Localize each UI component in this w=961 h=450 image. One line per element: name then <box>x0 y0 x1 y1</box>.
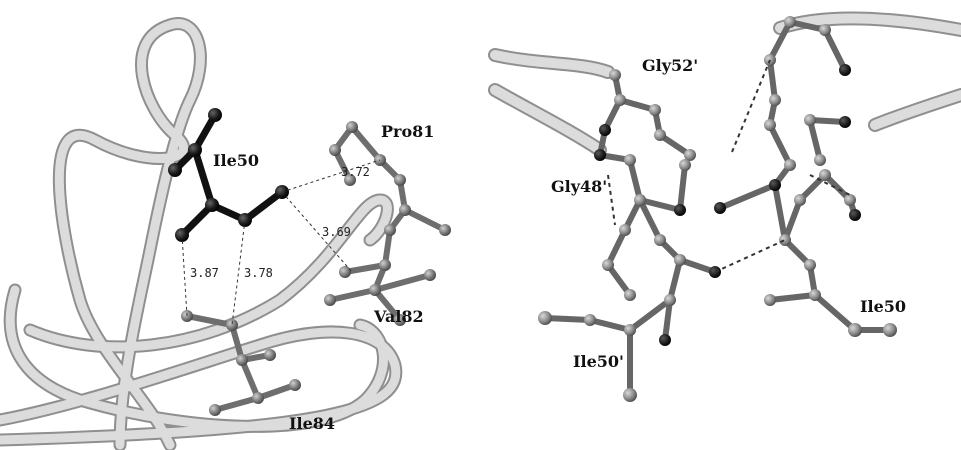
residue-label-ile50-prime: Ile50' <box>573 352 624 371</box>
distance-label-3-78: 3.78 <box>244 266 273 280</box>
right-structure-diagram: Gly52' Gly48' Ile50' Ile50 <box>488 11 961 402</box>
right-peptide-chain <box>714 16 897 337</box>
residue-label-ile50: Ile50 <box>860 297 906 316</box>
contact-lines <box>181 159 381 326</box>
distance-label-3-87: 3.87 <box>190 266 219 280</box>
right-structure-panel: Gly52' Gly48' Ile50' Ile50 <box>480 0 961 450</box>
residue-label-ile84: Ile84 <box>289 414 335 433</box>
protein-ribbon-right <box>488 11 961 157</box>
protein-ribbon <box>0 17 403 450</box>
ile84-sidechain <box>181 310 301 416</box>
distance-label-3-72: 3.72 <box>341 165 370 179</box>
left-structure-panel: 3.87 3.78 3.69 3.72 Ile50 Pro81 Val82 Il… <box>0 0 480 450</box>
distance-label-3-69: 3.69 <box>322 225 351 239</box>
pro81-val82-residues <box>324 121 451 326</box>
left-structure-diagram: 3.87 3.78 3.69 3.72 Ile50 Pro81 Val82 Il… <box>0 17 451 450</box>
residue-label-pro81: Pro81 <box>381 122 434 141</box>
residue-label-gly48-prime: Gly48' <box>551 177 607 196</box>
hydrogen-bond-lines <box>607 59 851 273</box>
residue-label-val82: Val82 <box>373 307 424 326</box>
residue-label-ile50: Ile50 <box>213 151 259 170</box>
left-peptide-chain <box>538 69 721 402</box>
residue-label-gly52-prime: Gly52' <box>642 56 698 75</box>
ile50-sidechain <box>168 108 289 242</box>
